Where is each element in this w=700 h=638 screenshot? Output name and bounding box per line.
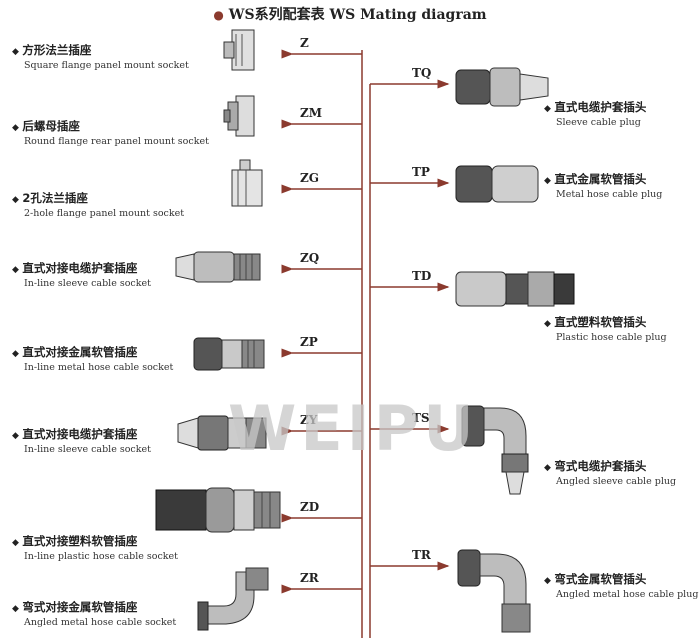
label-en: In-line sleeve cable socket [24,444,151,455]
code-zm: ZM [300,106,323,120]
label-cn: 2孔法兰插座 [22,191,88,205]
zr-socket-image [197,567,269,631]
tr-plug-image [457,549,531,633]
label-z: ◆ 方形法兰插座 Square flange panel mount socke… [12,44,189,72]
zy-socket-image [177,415,267,451]
label-cn: 弯式对接金属软管插座 [22,600,138,614]
zd-socket-image [155,487,281,533]
zm-socket-image [223,95,255,137]
label-bullet: ◆ [544,576,551,586]
label-cn: 直式塑料软管插头 [554,315,647,329]
label-zd: ◆ 直式对接塑料软管插座 In-line plastic hose cable … [12,535,178,563]
code-ts: TS [412,411,430,425]
label-en: Sleeve cable plug [556,117,641,128]
label-cn: 直式金属软管插头 [554,172,647,186]
label-cn: 直式对接塑料软管插座 [22,534,138,548]
label-bullet: ◆ [544,319,551,329]
title-text: WS系列配套表 WS Mating diagram [228,7,487,23]
label-bullet: ◆ [544,463,551,473]
code-zq: ZQ [300,251,320,265]
label-cn: 后螺母插座 [22,119,80,133]
label-zy: ◆ 直式对接电缆护套插座 In-line sleeve cable socket [12,428,151,456]
code-zp: ZP [300,335,318,349]
label-zq: ◆ 直式对接电缆护套插座 In-line sleeve cable socket [12,262,151,290]
code-zg: ZG [300,171,320,185]
code-zd: ZD [300,500,320,514]
label-bullet: ◆ [12,431,19,441]
label-cn: 直式对接金属软管插座 [22,345,138,359]
label-cn: 弯式金属软管插头 [554,572,647,586]
label-tq: ◆ 直式电缆护套插头 Sleeve cable plug [544,101,646,129]
diagram-title: ● WS系列配套表 WS Mating diagram [0,4,700,24]
label-cn: 弯式电缆护套插头 [554,459,647,473]
tq-plug-image [455,67,549,107]
label-en: Angled metal hose cable plug [556,589,699,600]
label-ts: ◆ 弯式电缆护套插头 Angled sleeve cable plug [544,460,676,488]
label-bullet: ◆ [12,265,19,275]
code-tq: TQ [412,66,432,80]
label-zg: ◆ 2孔法兰插座 2-hole flange panel mount socke… [12,192,184,220]
label-en: Angled metal hose cable socket [24,617,177,628]
tp-plug-image [455,165,539,203]
label-cn: 直式电缆护套插头 [554,100,647,114]
label-bullet: ◆ [12,349,19,359]
z-socket-image [223,29,255,71]
label-tr: ◆ 弯式金属软管插头 Angled metal hose cable plug [544,573,698,601]
label-cn: 方形法兰插座 [22,43,92,57]
ts-plug-image [461,405,529,495]
label-bullet: ◆ [12,123,19,133]
zg-socket-image [231,159,263,207]
code-z: Z [300,36,309,50]
code-zy: ZY [300,413,318,427]
label-bullet: ◆ [12,604,19,614]
label-zr: ◆ 弯式对接金属软管插座 Angled metal hose cable soc… [12,601,176,629]
zp-socket-image [193,337,265,371]
label-en: Angled sleeve cable plug [556,476,677,487]
code-tr: TR [412,548,431,562]
zq-socket-image [175,251,261,283]
title-bullet: ● [213,8,224,22]
weipu-watermark: WEIPU [228,392,478,465]
label-en: Metal hose cable plug [556,189,663,200]
label-cn: 直式对接电缆护套插座 [22,427,138,441]
label-bullet: ◆ [12,47,19,57]
label-cn: 直式对接电缆护套插座 [22,261,138,275]
label-en: Square flange panel mount socket [24,60,189,71]
label-zp: ◆ 直式对接金属软管插座 In-line metal hose cable so… [12,346,173,374]
label-bullet: ◆ [544,104,551,114]
code-tp: TP [412,165,430,179]
label-en: In-line plastic hose cable socket [24,551,178,562]
label-en: Plastic hose cable plug [556,332,667,343]
label-en: 2-hole flange panel mount socket [24,208,185,219]
label-tp: ◆ 直式金属软管插头 Metal hose cable plug [544,173,662,201]
label-bullet: ◆ [12,195,19,205]
label-en: Round flange rear panel mount socket [24,136,209,147]
code-td: TD [412,269,432,283]
td-plug-image [455,271,575,307]
label-bullet: ◆ [544,176,551,186]
label-en: In-line sleeve cable socket [24,278,151,289]
label-td: ◆ 直式塑料软管插头 Plastic hose cable plug [544,316,667,344]
code-zr: ZR [300,571,319,585]
label-bullet: ◆ [12,538,19,548]
label-en: In-line metal hose cable socket [24,362,174,373]
label-zm: ◆ 后螺母插座 Round flange rear panel mount so… [12,120,209,148]
